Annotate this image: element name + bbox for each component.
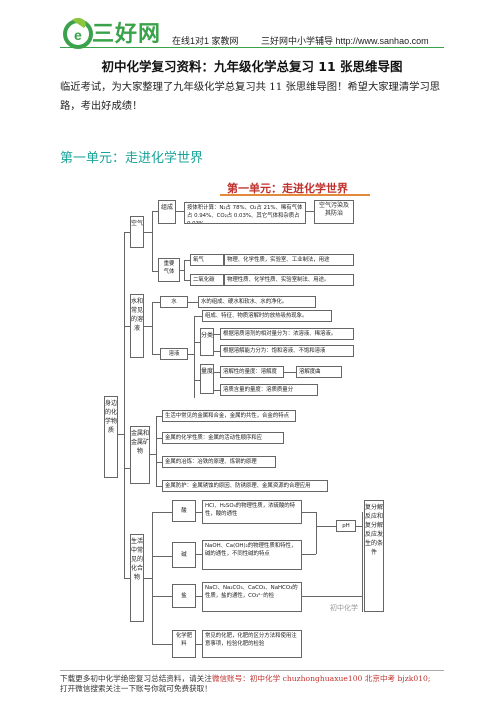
logo-text: 三好网 xyxy=(92,21,162,46)
node-compound: 生活中常见的化合物 xyxy=(130,534,144,622)
solution-concept: 组成、特征、物质溶解时的放热吸热现象。 xyxy=(202,310,332,322)
mindmap: 第一单元：走进化学世界 身边的化学物质 空气 组成 按体积计算：N₂占 78%、… xyxy=(102,176,402,658)
measure-text-1: 溶解性的量度：溶解度 xyxy=(220,366,284,378)
mindmap-watermark: 初中化学 xyxy=(330,604,358,612)
classify-text-2: 根据溶解能力分为：饱和溶液、不饱和溶液 xyxy=(220,345,354,357)
measure-text-2: 溶解度曲 xyxy=(296,366,342,378)
mindmap-root: 身边的化学物质 xyxy=(104,396,118,478)
air-pollution: 空气污染及其防治 xyxy=(314,200,354,224)
node-water-solution: 水和常见的溶液 xyxy=(130,294,144,358)
acid-text: HCl、H₂SO₄的物理性质，浓硫酸的特性，酸的通性 xyxy=(202,500,302,524)
page-title: 初中化学复习资料：九年级化学总复习 11 张思维导图 xyxy=(101,59,403,74)
node-measure: 量度 xyxy=(200,364,214,394)
node-important-gases: 重要气体 xyxy=(158,258,180,282)
node-double-decomposition: 复分解反应和复分解反应发生的条件 xyxy=(364,500,384,612)
node-air: 空气 xyxy=(130,216,144,248)
co2-text: 物理性质、化学性质、实验室制法、用途。 xyxy=(224,274,354,286)
header-divider xyxy=(60,47,444,48)
header-link-site[interactable]: 三好网中小学辅导 http://www.sanhao.com xyxy=(261,36,429,46)
node-salt: 盐 xyxy=(172,584,196,608)
node-oxygen: 氧气 xyxy=(190,254,224,266)
footer-line-1: 下载更多初中化学绝密复习总结资料，请关注微信账号：初中化学 chuzhonghu… xyxy=(60,673,430,684)
footer-divider xyxy=(60,670,444,671)
header-links: 在线1对1 家教网 三好网中小学辅导 http://www.sanhao.com xyxy=(172,34,449,47)
metal-item-3: 金属的冶炼：冶铁的原理、炼钢的原理 xyxy=(162,456,276,468)
base-text: NaOH、Ca(OH)₂的物理性质和特性，碱的通性，不同性碱的特点 xyxy=(202,540,302,570)
metal-item-1: 生活中常见的金属和合金，金属的共性，合金的特点 xyxy=(162,410,296,422)
metal-item-4: 金属防护：金属锈蚀的原因、防锈原理、金属资源的合理应用 xyxy=(162,480,328,492)
classify-text-1: 根据溶质溶剂的相对量分为：浓溶液、稀溶液。 xyxy=(220,328,354,340)
node-metal: 金属和金属矿物 xyxy=(130,426,150,484)
oxygen-text: 物理、化学性质，实验室、工业制法，用途 xyxy=(224,254,354,266)
svg-text:e: e xyxy=(74,27,82,43)
footer-line-2: 打开微信搜索关注一下账号你就可免费获取！ xyxy=(60,684,212,693)
footer-prefix: 下载更多初中化学绝密复习总结资料，请关注 xyxy=(60,674,212,683)
node-base: 碱 xyxy=(172,542,196,568)
node-co2: 二氧化碳 xyxy=(190,274,224,286)
node-solution: 溶液 xyxy=(160,348,188,360)
node-ph: pH xyxy=(336,520,356,532)
metal-item-2: 金属的化学性质：金属的活动性顺序和应 xyxy=(162,432,284,444)
salt-text: NaCl、Na₂CO₃、CaCO₃、NaHCO₃的性质，盐的通性，CO₃²⁻的检 xyxy=(202,582,302,612)
node-classify: 分类 xyxy=(200,328,214,356)
water-text: 水的组成、硬水和软水、水的净化。 xyxy=(198,296,316,308)
node-air-composition: 组成 xyxy=(158,200,176,224)
node-fertilizer: 化学肥料 xyxy=(172,630,196,658)
measure-text-3: 溶质含量的量度：溶质质量分 xyxy=(220,384,318,396)
mindmap-title-underline xyxy=(220,194,370,196)
mindmap-title: 第一单元：走进化学世界 xyxy=(227,182,348,195)
section-heading: 第一单元：走进化学世界 xyxy=(60,151,204,166)
node-water: 水 xyxy=(160,296,188,308)
intro-paragraph: 临近考试，为大家整理了九年级化学总复习共 11 张思维导图！希望大家理清学习思路… xyxy=(60,81,441,112)
footer-wechat-accounts: 微信账号：初中化学 chuzhonghuaxue100 北京中考 bjzk010… xyxy=(211,674,431,683)
header-link-tutoring[interactable]: 在线1对1 家教网 xyxy=(172,36,239,46)
node-acid: 酸 xyxy=(172,500,196,522)
air-composition-text: 按体积计算：N₂占 78%、O₂占 21%、稀有气体占 0.94%、CO₂占 0… xyxy=(184,202,306,224)
fertilizer-text: 常见的化肥，化肥的区分方法和使用注意事项，检验化肥的检验 xyxy=(202,630,302,658)
